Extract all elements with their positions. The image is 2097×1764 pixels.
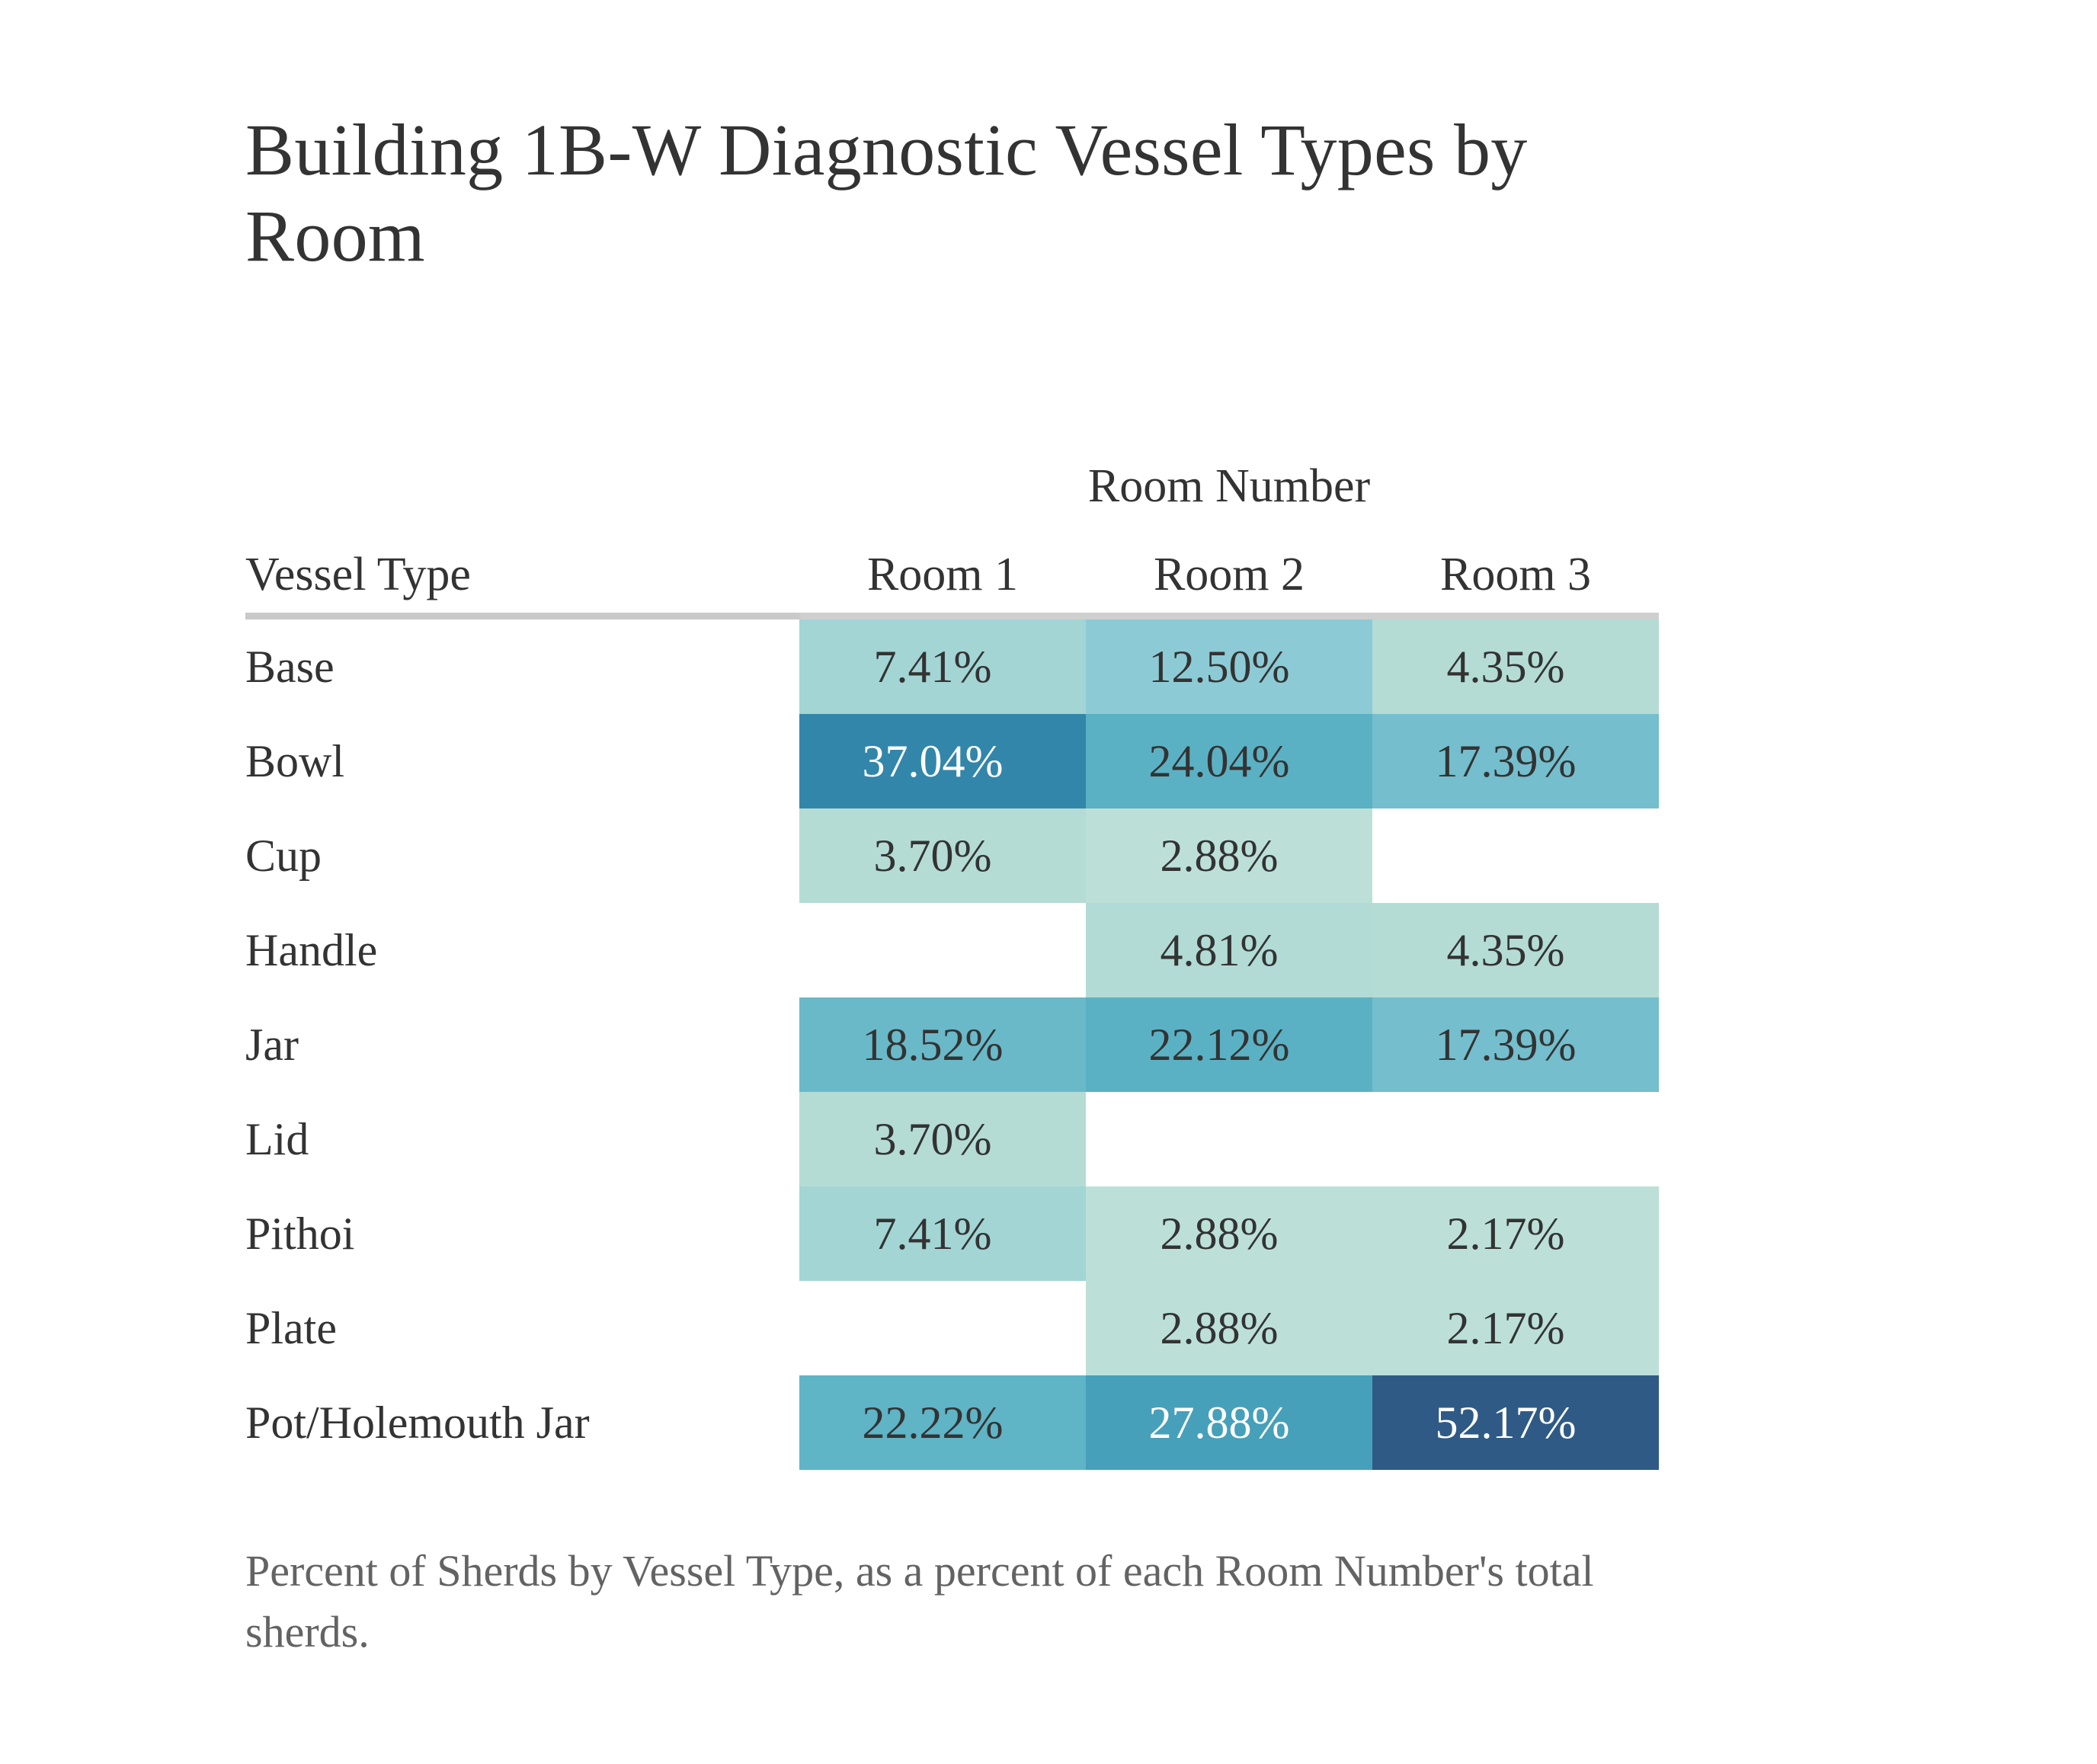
heatmap-cell[interactable]: 2.17% [1372,1281,1660,1375]
row-label-base: Base [245,619,799,714]
page-title: Building 1B-W Diagnostic Vessel Types by… [245,109,1528,277]
cell-value: 4.81% [1160,924,1279,975]
table-row: Cup 3.70% 2.88% [245,808,1660,903]
cell-value: 17.39% [1435,1019,1577,1070]
cell-value: 12.50% [1148,641,1290,692]
heatmap-cell[interactable]: 4.81% [1086,903,1372,997]
column-header-room-1[interactable]: Room 1 [866,549,1019,600]
heatmap-cell[interactable]: 3.70% [799,1092,1086,1186]
heatmap-cell[interactable]: 24.04% [1086,714,1372,808]
column-group-label-room-number: Room Number [1087,459,1371,512]
heatmap-cell[interactable]: 17.39% [1372,997,1660,1092]
heatmap-cell[interactable]: 4.35% [1372,903,1660,997]
cell-value: 2.88% [1160,830,1279,881]
heatmap-cell[interactable]: 17.39% [1372,714,1660,808]
heatmap-cell[interactable] [799,903,1086,997]
heatmap-cell[interactable] [1086,1092,1372,1186]
table-row: Plate 2.88% 2.17% [245,1281,1660,1375]
row-label-pot-holemouth-jar: Pot/Holemouth Jar [245,1375,799,1470]
row-label-pithoi: Pithoi [245,1186,799,1281]
super-header-spacer [245,450,799,523]
header-divider-rule [245,613,1660,619]
heatmap-cell[interactable]: 37.04% [799,714,1086,808]
cell-value: 37.04% [862,735,1004,786]
heatmap-cell[interactable]: 22.22% [799,1375,1086,1470]
cell-value: 4.35% [1446,924,1565,975]
heatmap-cell[interactable]: 2.88% [1086,1186,1372,1281]
cell-value: 17.39% [1435,735,1577,786]
cell-value: 4.35% [1446,641,1565,692]
column-header-room-3[interactable]: Room 3 [1439,549,1592,600]
cell-value: 52.17% [1435,1397,1577,1448]
chart-caption: Percent of Sherds by Vessel Type, as a p… [245,1546,1594,1657]
table-row: Pot/Holemouth Jar 22.22% 27.88% 52.17% [245,1375,1660,1470]
heatmap-cell[interactable]: 2.88% [1086,808,1372,903]
row-header-label-vessel-type: Vessel Type [245,549,471,600]
heatmap-cell[interactable]: 12.50% [1086,619,1372,714]
heatmap-table-container: Room Number Vessel Type Room 1 Room 2 Ro… [245,450,1663,1470]
table-row: Lid 3.70% [245,1092,1660,1186]
heatmap-cell[interactable]: 7.41% [799,619,1086,714]
column-header-room-2[interactable]: Room 2 [1153,549,1305,600]
heatmap-cell[interactable] [799,1281,1086,1375]
column-header-row: Vessel Type Room 1 Room 2 Room 3 [245,523,1659,613]
cell-value: 2.88% [1160,1208,1279,1259]
table-row: Jar 18.52% 22.12% 17.39% [245,997,1660,1092]
header-rule-data-segment [799,613,1660,619]
cell-value: 7.41% [873,1208,992,1259]
cell-value: 2.17% [1446,1208,1565,1259]
cell-value: 24.04% [1148,735,1290,786]
vessel-type-heatmap-table: Room Number Vessel Type Room 1 Room 2 Ro… [245,450,1660,1470]
cell-value: 22.12% [1148,1019,1290,1070]
heatmap-cell[interactable] [1372,808,1660,903]
row-label-cup: Cup [245,808,799,903]
heatmap-cell[interactable]: 3.70% [799,808,1086,903]
row-label-lid: Lid [245,1092,799,1186]
super-header-row: Room Number [245,450,1659,523]
cell-value: 3.70% [873,1113,992,1164]
header-rule-label-segment [245,613,799,619]
row-label-plate: Plate [245,1281,799,1375]
row-label-bowl: Bowl [245,714,799,808]
heatmap-cell[interactable]: 52.17% [1372,1375,1660,1470]
heatmap-cell[interactable]: 4.35% [1372,619,1660,714]
cell-value: 2.88% [1160,1302,1279,1353]
heatmap-cell[interactable]: 7.41% [799,1186,1086,1281]
cell-value: 22.22% [862,1397,1004,1448]
table-row: Bowl 37.04% 24.04% 17.39% [245,714,1660,808]
heatmap-cell[interactable]: 2.88% [1086,1281,1372,1375]
table-row: Pithoi 7.41% 2.88% 2.17% [245,1186,1660,1281]
heatmap-cell[interactable] [1372,1092,1660,1186]
cell-value: 18.52% [862,1019,1004,1070]
heatmap-cell[interactable]: 2.17% [1372,1186,1660,1281]
table-row: Handle 4.81% 4.35% [245,903,1660,997]
heatmap-cell[interactable]: 22.12% [1086,997,1372,1092]
cell-value: 7.41% [873,641,992,692]
heatmap-cell[interactable]: 18.52% [799,997,1086,1092]
table-header: Room Number Vessel Type Room 1 Room 2 Ro… [245,450,1660,619]
heatmap-cell[interactable]: 27.88% [1086,1375,1372,1470]
row-label-handle: Handle [245,903,799,997]
table-row: Base 7.41% 12.50% 4.35% [245,619,1660,714]
row-label-jar: Jar [245,997,799,1092]
cell-value: 2.17% [1446,1302,1565,1353]
cell-value: 27.88% [1148,1397,1290,1448]
table-body: Base 7.41% 12.50% 4.35% Bowl 37.04% 24.04% 17.3… [245,619,1660,1470]
cell-value: 3.70% [873,830,992,881]
